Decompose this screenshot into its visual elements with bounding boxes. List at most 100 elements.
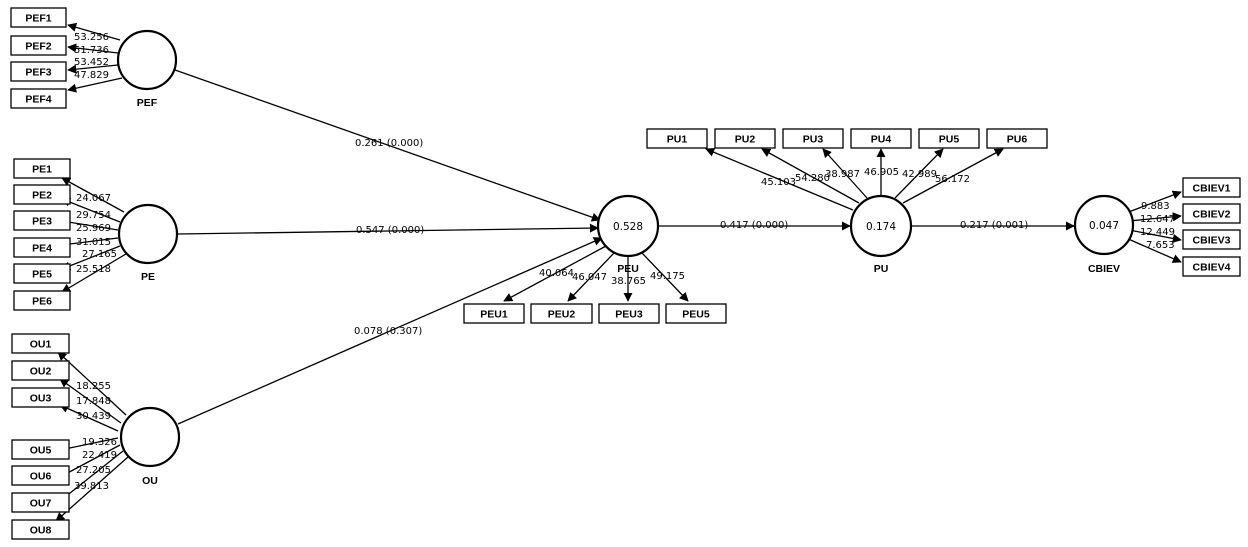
indicator-pe4	[13, 237, 71, 258]
indicator-pu6	[986, 128, 1048, 149]
pu2-edge	[761, 148, 860, 204]
peu5-edge	[641, 252, 689, 302]
indicator-pef1	[10, 7, 67, 28]
loading-cbiev3: 12.449	[1140, 227, 1175, 238]
path-ou-peu-label: 0.078 (0.307)	[354, 326, 422, 337]
indicator-pef2	[10, 35, 67, 56]
indicator-pef4	[10, 88, 67, 109]
indicator-ou3	[11, 387, 70, 408]
indicator-pu5	[918, 128, 980, 149]
indicator-pu3	[782, 128, 844, 149]
indicator-pef3-label: PEF3	[25, 67, 51, 79]
latent-cbiev-label: CBIEV	[1088, 263, 1120, 275]
loading-pef2: 51.736	[74, 45, 109, 56]
indicator-pe3	[13, 210, 71, 231]
loading-pe1: 24.067	[76, 193, 111, 204]
loading-pe2: 29.754	[76, 210, 111, 221]
pe4-edge	[61, 237, 119, 249]
indicator-ou8	[11, 519, 70, 540]
peu1-edge	[503, 245, 607, 302]
loading-pef3: 53.452	[74, 57, 109, 68]
indicator-ou7	[11, 492, 70, 513]
cbiev-block: 0.047 CBIEV 9.883 12.647 12.449 7.653 CB…	[1073, 177, 1241, 277]
latent-peu-r2: 0.528	[613, 221, 643, 233]
peu2-edge	[567, 252, 615, 302]
latent-peu	[596, 194, 660, 258]
loading-peu2: 46.047	[572, 272, 607, 283]
latent-peu-label: PEU	[617, 263, 639, 275]
peu-block: 0.528 PEU 40.064 46.047 38.765 49.175 PE…	[463, 194, 727, 324]
pe-block: PE1 PE2 PE3 PE4 PE5 PE6 24.067 29.754 25…	[13, 158, 179, 311]
indicator-pe6	[13, 290, 71, 311]
pef-block: PEF1 PEF2 PEF3 PEF4 53.256 51.736 53.452…	[10, 7, 178, 109]
indicator-pe6-label: PE6	[32, 296, 52, 308]
loading-ou6: 22.419	[82, 450, 117, 461]
pef1-edge	[67, 22, 121, 41]
indicator-pe1-label: PE1	[32, 164, 52, 176]
loading-ou5: 19.326	[82, 437, 117, 448]
indicator-pef1-label: PEF1	[25, 13, 51, 25]
indicator-cbiev4-label: CBIEV4	[1193, 262, 1231, 274]
loading-pef4: 47.829	[74, 70, 109, 81]
indicator-peu3	[598, 303, 660, 324]
indicator-pu3-label: PU3	[803, 134, 824, 146]
latent-pe	[117, 203, 179, 265]
indicator-ou2	[11, 360, 70, 381]
ou2-edge	[59, 378, 122, 424]
loading-ou2: 17.848	[76, 396, 111, 407]
indicator-peu5-label: PEU5	[682, 309, 710, 321]
indicator-peu1-label: PEU1	[480, 309, 508, 321]
indicator-pe5-label: PE5	[32, 269, 52, 281]
path-peu-pu-label: 0.417 (0.000)	[720, 220, 788, 231]
indicator-peu5	[665, 303, 727, 324]
cbiev1-edge	[1125, 190, 1182, 214]
loading-pu6: 56.172	[935, 174, 970, 185]
pu1-edge	[705, 147, 854, 211]
indicator-cbiev2-label: CBIEV2	[1193, 209, 1231, 221]
ou5-edge	[59, 437, 119, 453]
latent-pu	[849, 194, 913, 258]
indicator-peu2	[530, 303, 593, 324]
path-pe-peu-label: 0.547 (0.000)	[356, 225, 424, 236]
loading-peu1: 40.064	[539, 268, 574, 279]
indicator-cbiev3	[1182, 229, 1241, 250]
indicator-ou3-label: OU3	[30, 393, 52, 405]
loading-pe3: 25.969	[76, 223, 111, 234]
loading-ou3: 30.439	[76, 411, 111, 422]
latent-pe-label: PE	[141, 271, 155, 283]
indicator-pe4-label: PE4	[32, 243, 52, 255]
loading-pu2: 54.280	[795, 173, 830, 184]
indicator-ou6-label: OU6	[30, 471, 52, 483]
indicator-pe2-label: PE2	[32, 190, 52, 202]
indicator-ou2-label: OU2	[30, 366, 52, 378]
loading-ou7: 27.205	[76, 465, 111, 476]
pe1-edge	[61, 177, 125, 213]
path-pe-peu	[177, 223, 599, 235]
indicator-peu1	[463, 303, 525, 324]
pu5-edge	[894, 148, 944, 199]
indicator-pe3-label: PE3	[32, 216, 52, 228]
ou6-edge	[59, 444, 121, 478]
path-pef-peu-label: 0.261 (0.000)	[355, 138, 423, 149]
cbiev3-edge	[1128, 229, 1182, 243]
ou3-edge	[59, 404, 119, 432]
latent-pu-r2: 0.174	[866, 221, 896, 233]
indicator-pu1-label: PU1	[667, 134, 688, 146]
pe3-edge	[61, 217, 119, 231]
pe6-edge	[61, 253, 127, 293]
indicator-ou6	[11, 465, 70, 486]
loading-pu1: 45.103	[761, 177, 796, 188]
indicator-ou1-label: OU1	[30, 339, 52, 351]
loading-peu3: 38.765	[611, 276, 646, 287]
loading-pe4: 31.015	[76, 237, 111, 248]
indicator-peu2-label: PEU2	[548, 309, 576, 321]
latent-pu-label: PU	[874, 263, 889, 275]
indicator-ou5	[11, 439, 70, 460]
indicator-pe2	[13, 184, 71, 205]
loading-pe6: 25.518	[76, 264, 111, 275]
indicator-pef4-label: PEF4	[25, 94, 51, 106]
loading-ou8: 39.813	[74, 481, 109, 492]
loading-pu5: 42.989	[902, 169, 937, 180]
latent-ou	[119, 406, 181, 468]
indicator-cbiev1-label: CBIEV1	[1193, 183, 1231, 195]
